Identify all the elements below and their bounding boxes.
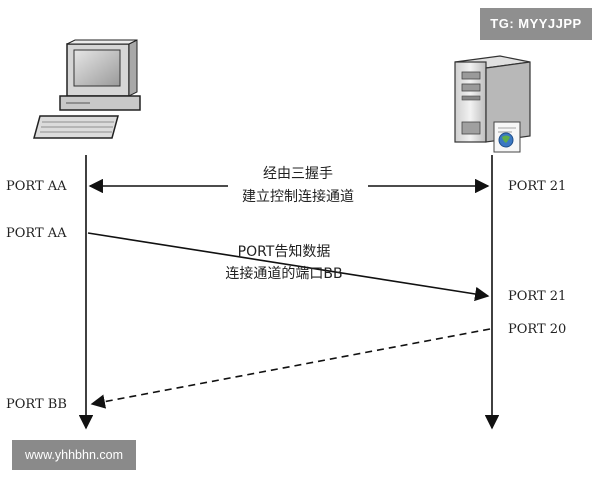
server-port-label: PORT 21 (508, 289, 566, 304)
data-connection-arrow (90, 328, 491, 409)
port-command-arrow (87, 232, 490, 302)
handshake-label-line1: 经由三握手 (263, 166, 333, 182)
client-port-label: PORT AA (6, 179, 67, 194)
port-command-label-line1: PORT告知数据 (238, 243, 331, 260)
server-port-label: PORT 21 (508, 179, 566, 194)
server-tower-icon (454, 55, 531, 153)
handshake-label-line2: 建立控制连接通道 (242, 188, 354, 205)
client-port-label: PORT AA (6, 226, 67, 241)
desktop-computer-icon (33, 39, 141, 139)
server-port-label: PORT 20 (508, 322, 566, 337)
url-watermark-badge: www.yhhbhn.com (12, 440, 136, 470)
port-command-label-line2: 连接通道的端口BB (225, 265, 342, 282)
client-port-label: PORT BB (6, 397, 67, 412)
tag-watermark-badge: TG: MYYJJPP (480, 8, 592, 40)
